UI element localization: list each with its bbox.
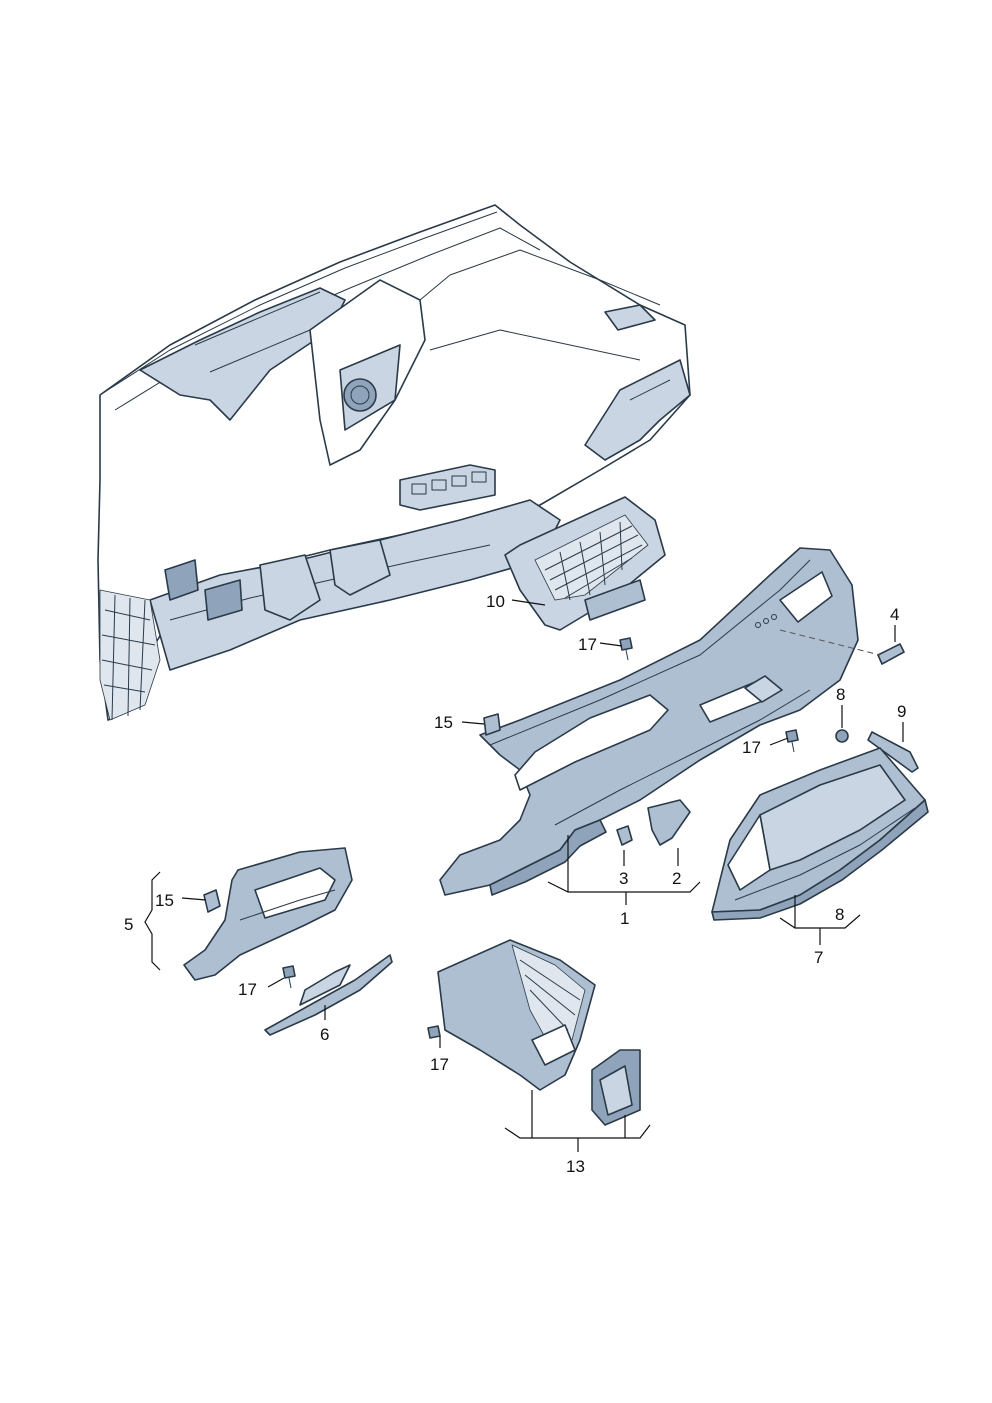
part-17-screw-d: [427, 1025, 441, 1039]
callout-15-b: 15: [155, 891, 174, 910]
part-1-lower-trim-panel: [439, 547, 859, 896]
callout-3: 3: [619, 869, 628, 888]
callout-8-a: 8: [836, 685, 845, 704]
callout-7: 7: [814, 948, 823, 967]
callout-8-b: 8: [835, 905, 844, 924]
callout-4: 4: [890, 605, 899, 624]
callout-10: 10: [486, 592, 505, 611]
callout-9: 9: [897, 702, 906, 721]
part-5-knee-trim: [183, 847, 353, 981]
callout-6: 6: [320, 1025, 329, 1044]
part-13-console-panel: [437, 939, 641, 1126]
leader-lines: [144, 599, 904, 1152]
dashboard-carrier: [97, 204, 691, 721]
part-4-clip: [877, 643, 905, 665]
part-17-screw-a: [619, 637, 633, 661]
part-2-handle: [647, 799, 691, 846]
part-10-storage-compartment: [504, 496, 666, 631]
part-17-screw-c: [282, 965, 296, 989]
callout-1: 1: [620, 909, 629, 928]
part-8-bumper: [835, 729, 849, 743]
callout-17-b: 17: [742, 738, 761, 757]
callout-labels: 10 17 4 15 17 8 9 3 2 1 8 7 15 5 17 6 17…: [124, 592, 906, 1176]
callout-17-a: 17: [578, 635, 597, 654]
callout-15-a: 15: [434, 713, 453, 732]
callout-13: 13: [566, 1157, 585, 1176]
part-15-clip-lower: [203, 889, 221, 913]
callout-5: 5: [124, 915, 133, 934]
callout-2: 2: [672, 869, 681, 888]
part-6-lower-strip: [264, 954, 393, 1036]
callout-17-c: 17: [238, 980, 257, 999]
callout-17-d: 17: [430, 1055, 449, 1074]
part-15-clip-upper: [483, 713, 501, 736]
part-9-damper: [867, 731, 919, 773]
part-17-screw-b: [785, 729, 799, 753]
part-3-clip: [616, 825, 633, 846]
part-7-glove-box: [711, 747, 929, 921]
